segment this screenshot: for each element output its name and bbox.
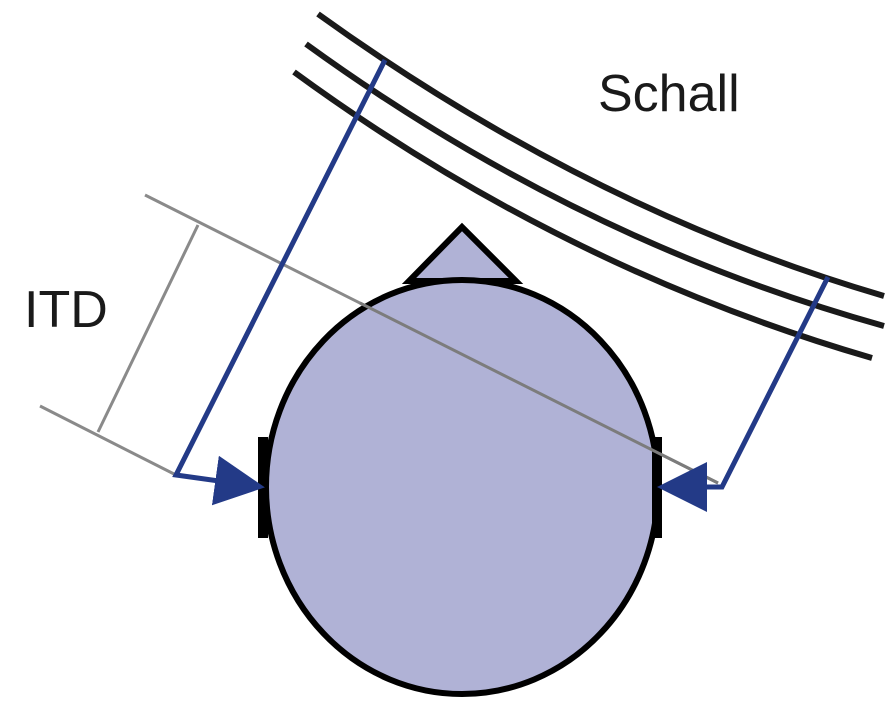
sound-wavefronts	[292, 11, 885, 361]
head-group	[258, 222, 662, 697]
head-top-view-icon	[263, 277, 661, 697]
itd-reference-line-overlay	[359, 301, 719, 485]
wavefront-3	[292, 69, 873, 361]
itd-reference-line-lower	[39, 404, 177, 477]
wavefront-2	[304, 41, 885, 329]
itd-label: ITD	[24, 281, 108, 339]
wavefront-1	[316, 11, 885, 299]
left-ear-sound-path	[172, 58, 388, 506]
sound-paths	[172, 58, 831, 512]
nose-icon	[401, 222, 524, 284]
itd-dimension-line	[96, 224, 200, 433]
sound-label: Schall	[598, 65, 740, 123]
right-ear-sound-path	[657, 275, 831, 512]
